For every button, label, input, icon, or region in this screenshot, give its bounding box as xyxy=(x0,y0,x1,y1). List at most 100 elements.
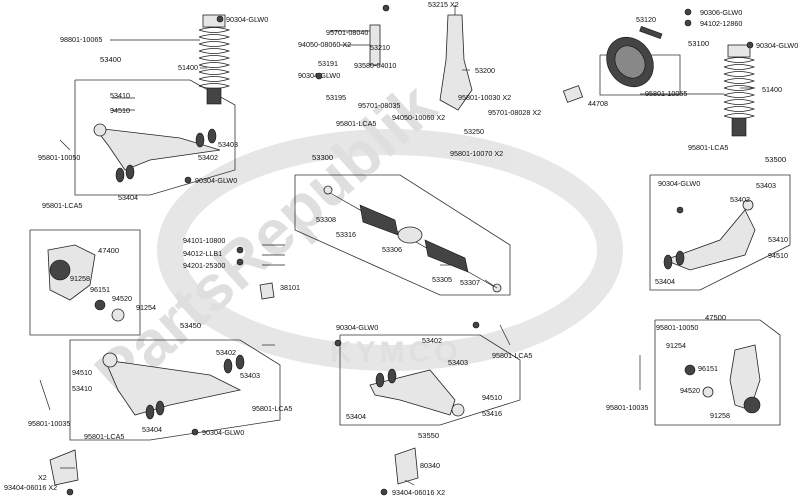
callout-x2[interactable]: X2 xyxy=(38,473,47,482)
callout-53403-bl[interactable]: 53403 xyxy=(240,371,260,380)
a-arm-lower-middle[interactable] xyxy=(369,368,465,417)
group-labels: 53400 53300 53500 53100 47400 53450 5355… xyxy=(98,39,786,440)
callout-53410-right[interactable]: 53410 xyxy=(768,235,788,244)
callout-95701-08035[interactable]: 95701-08035 xyxy=(358,101,400,110)
callout-90304-bm[interactable]: 90304-GLW0 xyxy=(336,323,378,332)
callout-53250[interactable]: 53250 xyxy=(464,127,484,136)
callout-96151-left[interactable]: 96151 xyxy=(90,285,110,294)
callout-53191[interactable]: 53191 xyxy=(318,59,338,68)
shock-absorber-left[interactable] xyxy=(198,14,231,105)
box-53300 xyxy=(294,174,511,296)
callout-53195[interactable]: 53195 xyxy=(326,93,346,102)
callout-53404-right[interactable]: 53404 xyxy=(655,277,675,286)
a-arm-upper-left[interactable] xyxy=(93,123,221,183)
callout-95701-08040[interactable]: 95701-08040 xyxy=(326,28,368,37)
callout-95801-10035-left[interactable]: 95801-10035 xyxy=(28,419,70,428)
callout-90304-top[interactable]: 90304-GLW0 xyxy=(226,15,268,24)
item-44708[interactable] xyxy=(562,85,584,103)
callout-94012-llb1[interactable]: 94012-LLB1 xyxy=(183,249,222,258)
callout-53402-bm[interactable]: 53402 xyxy=(422,336,442,345)
steering-rack[interactable] xyxy=(323,185,502,293)
leader-lines xyxy=(60,30,755,486)
callout-95801-lca5-bl[interactable]: 95801-LCA5 xyxy=(84,432,124,441)
callout-53416-bm[interactable]: 53416 xyxy=(482,409,502,418)
bracket-80330[interactable] xyxy=(49,449,79,486)
knuckle-left[interactable] xyxy=(47,244,125,322)
callout-53200[interactable]: 53200 xyxy=(475,66,495,75)
callout-90304-bl[interactable]: 90304-GLW0 xyxy=(202,428,244,437)
callout-53402-bl[interactable]: 53402 xyxy=(216,348,236,357)
callout-94510-bm[interactable]: 94510 xyxy=(482,393,502,402)
callout-94050-08060[interactable]: 94050-08060 X2 xyxy=(298,40,351,49)
callout-95801-10030[interactable]: 95801-10030 X2 xyxy=(458,93,511,102)
knuckle-right[interactable] xyxy=(684,344,761,414)
a-arm-lower-left[interactable] xyxy=(102,352,245,420)
callout-94520-right[interactable]: 94520 xyxy=(680,386,700,395)
callout-53410-left[interactable]: 53410 xyxy=(110,91,130,100)
callout-91258-left[interactable]: 91258 xyxy=(70,274,90,283)
steering-wheel[interactable] xyxy=(597,25,663,96)
callout-95801-10050-left[interactable]: 95801-10050 xyxy=(38,153,80,162)
callout-96151-right[interactable]: 96151 xyxy=(698,364,718,373)
callout-95801-lca5-left[interactable]: 95801-LCA5 xyxy=(42,201,82,210)
callout-90306-glw0[interactable]: 90306-GLW0 xyxy=(700,8,742,17)
callout-38101[interactable]: 38101 xyxy=(280,283,300,292)
callout-95801-lca5-right[interactable]: 95801-LCA5 xyxy=(688,143,728,152)
callout-53403-bm[interactable]: 53403 xyxy=(448,358,468,367)
shock-absorber-right[interactable] xyxy=(723,44,756,137)
callout-95801-lca5-bl2[interactable]: 95801-LCA5 xyxy=(252,404,292,413)
callout-51400-right[interactable]: 51400 xyxy=(762,85,782,94)
callout-93580-04010[interactable]: 93580-04010 xyxy=(354,61,396,70)
callout-95701-08028[interactable]: 95701-08028 X2 xyxy=(488,108,541,117)
item-38101[interactable] xyxy=(259,282,275,300)
callout-53403-left[interactable]: 53403 xyxy=(218,140,238,149)
callout-94102-12860[interactable]: 94102-12860 xyxy=(700,19,742,28)
callout-53307[interactable]: 53307 xyxy=(460,278,480,287)
callout-53316[interactable]: 53316 xyxy=(336,230,356,239)
callout-94201-25300[interactable]: 94201-25300 xyxy=(183,261,225,270)
callout-91254-right[interactable]: 91254 xyxy=(666,341,686,350)
callout-95801-10055[interactable]: 95801-10055 xyxy=(645,89,687,98)
callout-91258-right[interactable]: 91258 xyxy=(710,411,730,420)
label-53550: 53550 xyxy=(418,431,439,440)
callout-95801-10035-right[interactable]: 95801-10035 xyxy=(606,403,648,412)
callout-94510-right[interactable]: 94510 xyxy=(768,251,788,260)
callout-90304-right2[interactable]: 90304-GLW0 xyxy=(658,179,700,188)
callout-53404-bl[interactable]: 53404 xyxy=(142,425,162,434)
callout-90304-left[interactable]: 90304-GLW0 xyxy=(195,176,237,185)
callout-94050-10060[interactable]: 94050-10060 X2 xyxy=(392,113,445,122)
callout-93404-bm[interactable]: 93404-06016 X2 xyxy=(392,488,445,497)
callout-95801-10070[interactable]: 95801-10070 X2 xyxy=(450,149,503,158)
callout-53120[interactable]: 53120 xyxy=(636,15,656,24)
callout-53402-right[interactable]: 53402 xyxy=(730,195,750,204)
callout-93404-left[interactable]: 93404-06016 X2 xyxy=(4,483,57,492)
callout-94510-left[interactable]: 94510 xyxy=(110,106,130,115)
box-53100 xyxy=(599,54,681,96)
callout-53215[interactable]: 53215 X2 xyxy=(428,0,459,9)
callout-51400-left[interactable]: 51400 xyxy=(178,63,198,72)
callout-53306[interactable]: 53306 xyxy=(382,245,402,254)
callout-53404-bm[interactable]: 53404 xyxy=(346,412,366,421)
steering-column[interactable] xyxy=(369,5,473,111)
callout-91254-left[interactable]: 91254 xyxy=(136,303,156,312)
callout-53403-right[interactable]: 53403 xyxy=(756,181,776,190)
callout-80340[interactable]: 80340 xyxy=(420,461,440,470)
bracket-80340[interactable] xyxy=(394,447,419,485)
callout-94520-left[interactable]: 94520 xyxy=(112,294,132,303)
callout-94101-10800[interactable]: 94101-10800 xyxy=(183,236,225,245)
callout-44708[interactable]: 44708 xyxy=(588,99,608,108)
callout-90304-right[interactable]: 90304-GLW0 xyxy=(756,41,798,50)
callout-95801-10050-right[interactable]: 95801-10050 xyxy=(656,323,698,332)
callout-53402-left[interactable]: 53402 xyxy=(198,153,218,162)
callout-53308[interactable]: 53308 xyxy=(316,215,336,224)
callout-53305[interactable]: 53305 xyxy=(432,275,452,284)
callout-98801-10065[interactable]: 98801-10065 xyxy=(60,35,102,44)
callout-53410-bl[interactable]: 53410 xyxy=(72,384,92,393)
a-arm-right[interactable] xyxy=(663,199,756,271)
callout-95801-lca5-mid[interactable]: 95801-LCA5 xyxy=(336,119,376,128)
callout-53210[interactable]: 53210 xyxy=(370,43,390,52)
callout-95801-lca5-bm[interactable]: 95801-LCA5 xyxy=(492,351,532,360)
callout-53404-left[interactable]: 53404 xyxy=(118,193,138,202)
callout-94510-bl[interactable]: 94510 xyxy=(72,368,92,377)
